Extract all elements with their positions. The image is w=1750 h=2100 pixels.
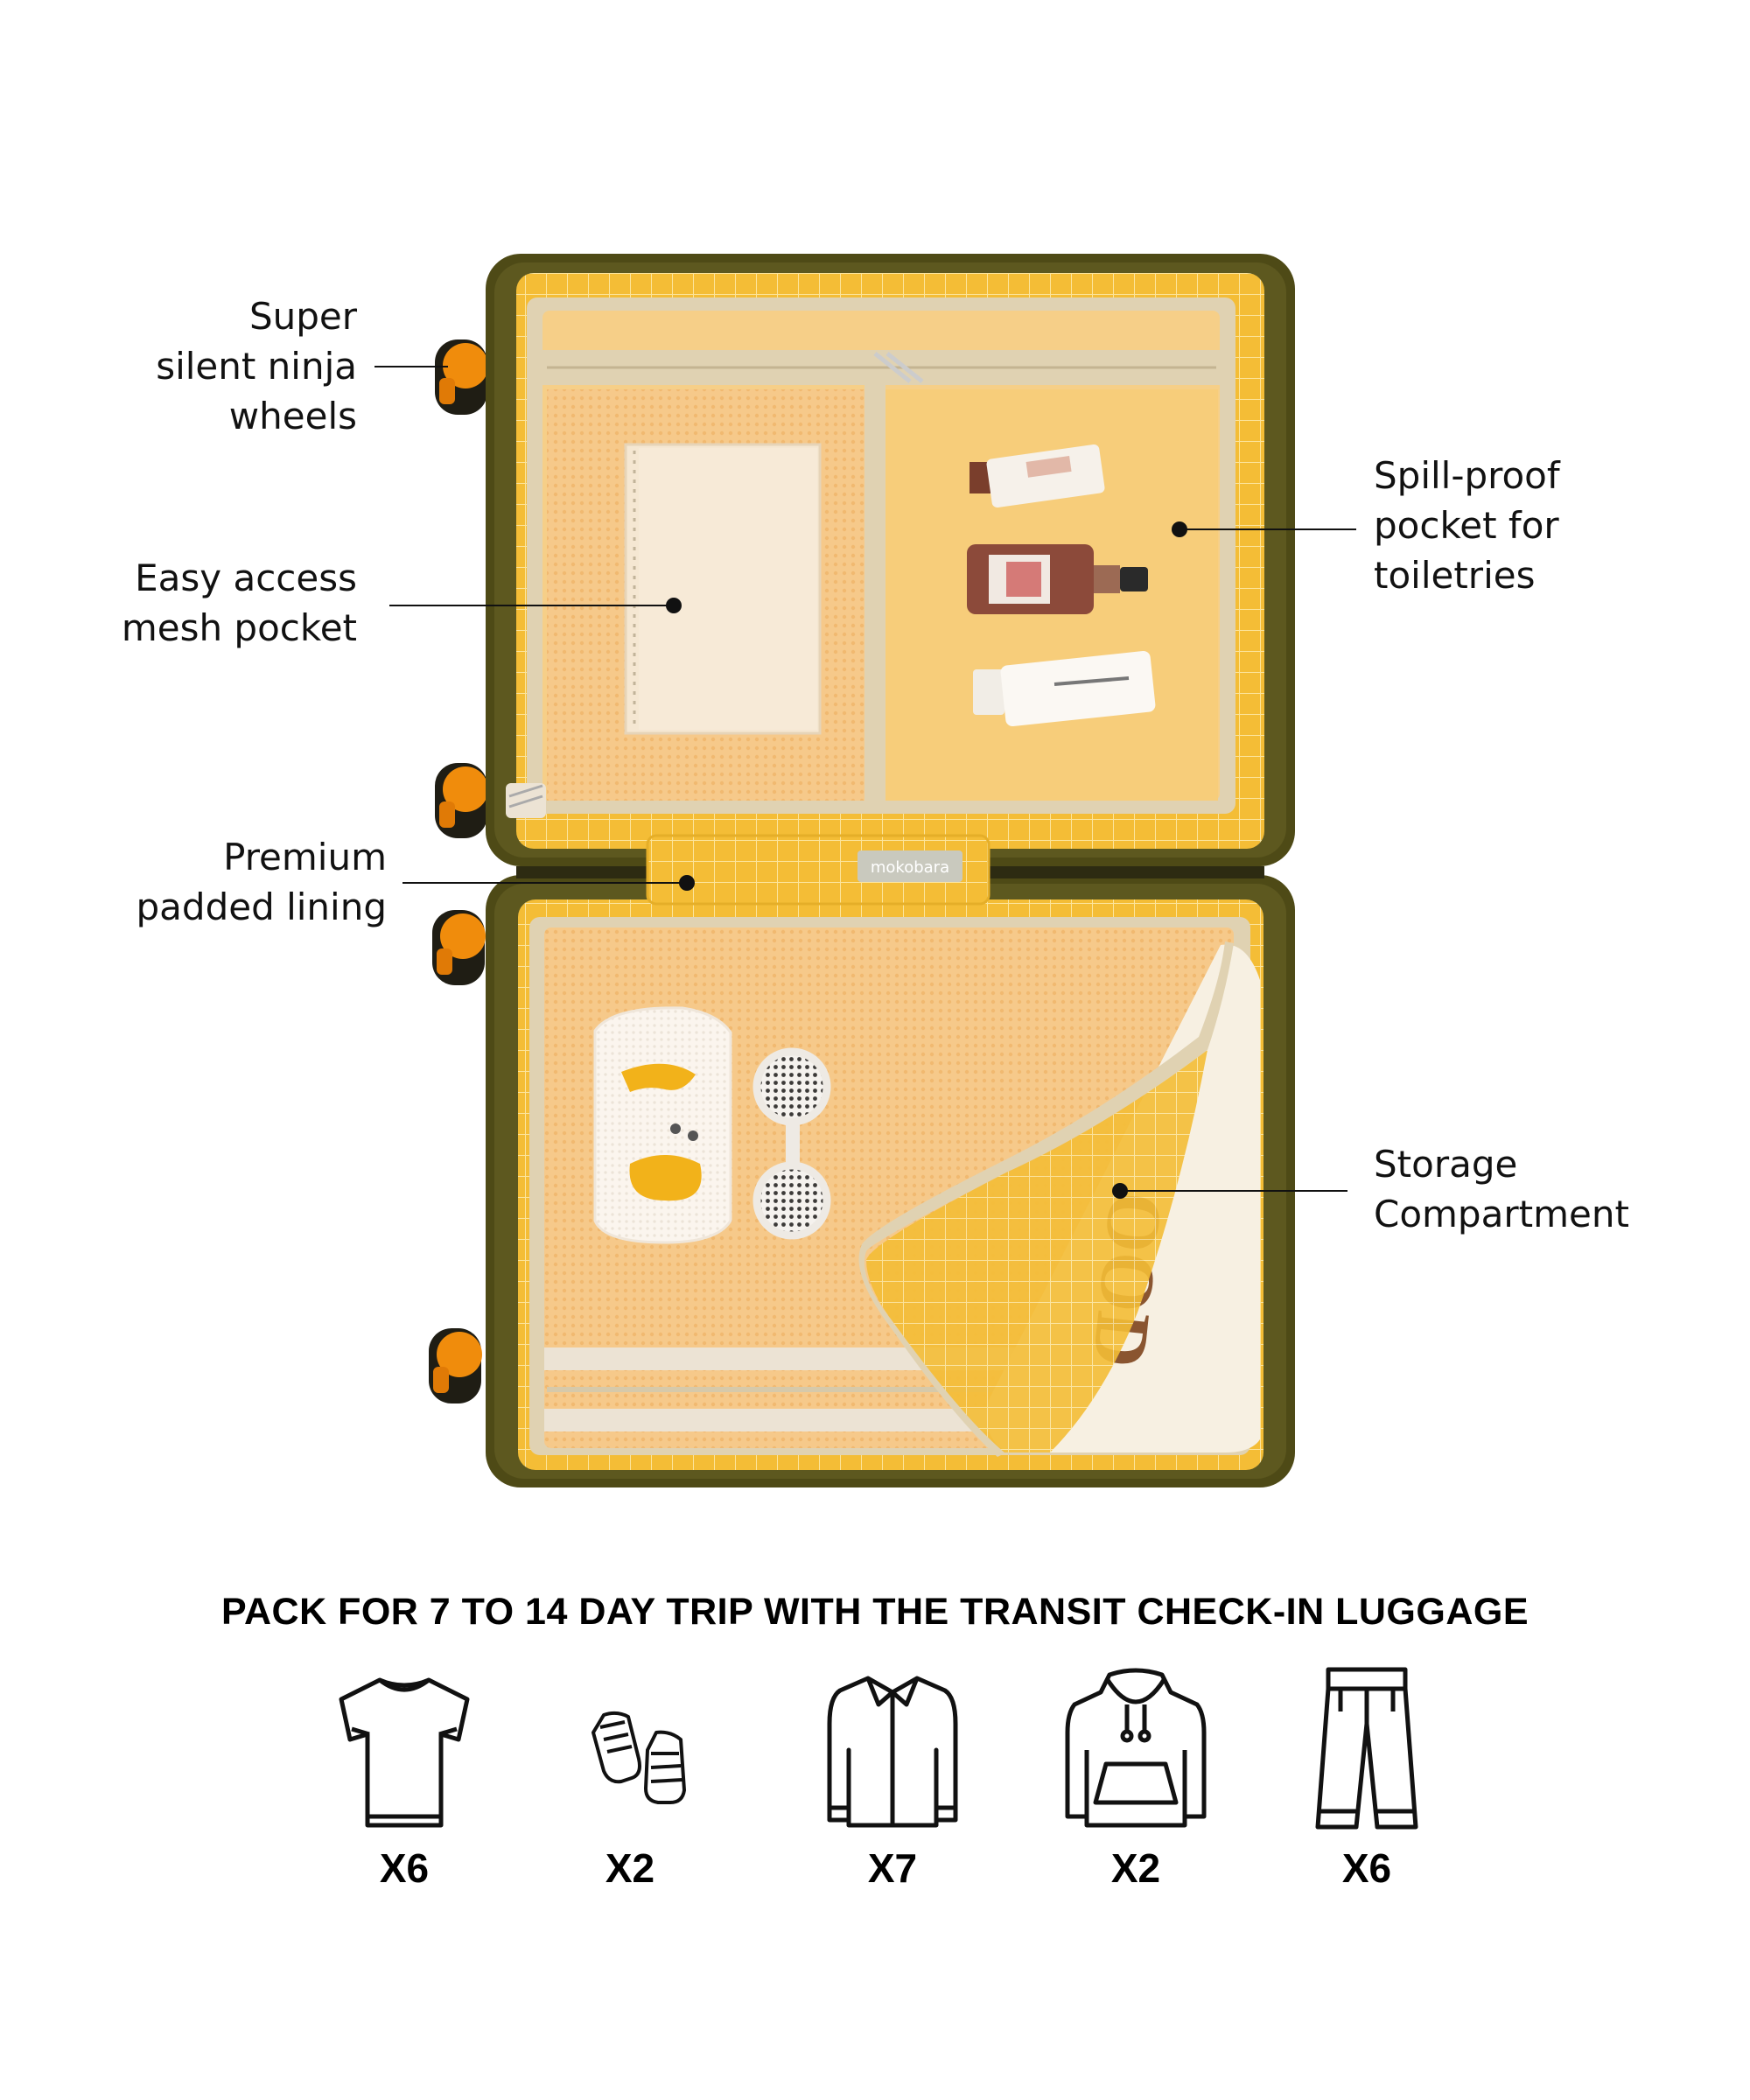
- notebook: [624, 443, 822, 735]
- wheel-bottom: [429, 1328, 482, 1404]
- wheels: [429, 340, 488, 1404]
- bottle-middle: [967, 544, 1148, 614]
- tube-bottom: [973, 650, 1156, 727]
- wheel-lower-middle: [432, 910, 486, 985]
- shirt-icon: [827, 1676, 958, 1828]
- storage-compartment: OOD: [858, 942, 1260, 1457]
- open-suitcase-illustration: mokobara OOD: [374, 254, 1356, 1488]
- wheel-upper-middle: [435, 763, 488, 838]
- pack-item-hoodie: X2: [1048, 1662, 1223, 1892]
- pack-item-trousers: X6: [1279, 1662, 1454, 1892]
- hoodie-icon: [1065, 1668, 1207, 1828]
- pack-item-shirt: X7: [805, 1662, 980, 1892]
- callout-leaders: [374, 366, 1356, 1199]
- callout-mesh-pocket: Easy access mesh pocket: [121, 556, 357, 649]
- brand-tag-text: mokobara: [871, 858, 949, 877]
- callout-storage-compartment: Storage Compartment: [1374, 1143, 1629, 1236]
- toiletries: [967, 444, 1156, 727]
- sneakers-icon: [592, 1711, 686, 1804]
- packing-heading: PACK FOR 7 TO 14 DAY TRIP WITH THE TRANS…: [220, 1591, 1530, 1633]
- eye-mask: [593, 1006, 732, 1244]
- pack-item-tshirt: X6: [317, 1662, 492, 1892]
- callout-toiletries: Spill-proof pocket for toiletries: [1374, 454, 1560, 597]
- callout-padded-lining: Premium padded lining: [136, 836, 387, 928]
- tube-top: [970, 444, 1105, 508]
- padded-strap: mokobara: [646, 834, 990, 906]
- pack-item-sneakers: X2: [542, 1662, 718, 1892]
- brand-tag: [858, 850, 962, 882]
- wheel-top: [435, 340, 488, 415]
- tshirt-icon: [339, 1677, 470, 1828]
- callout-wheels: Super silent ninja wheels: [156, 295, 357, 438]
- sunglasses: [752, 1047, 831, 1240]
- upper-pocket-panel: [506, 298, 1236, 818]
- trousers-icon: [1315, 1667, 1418, 1830]
